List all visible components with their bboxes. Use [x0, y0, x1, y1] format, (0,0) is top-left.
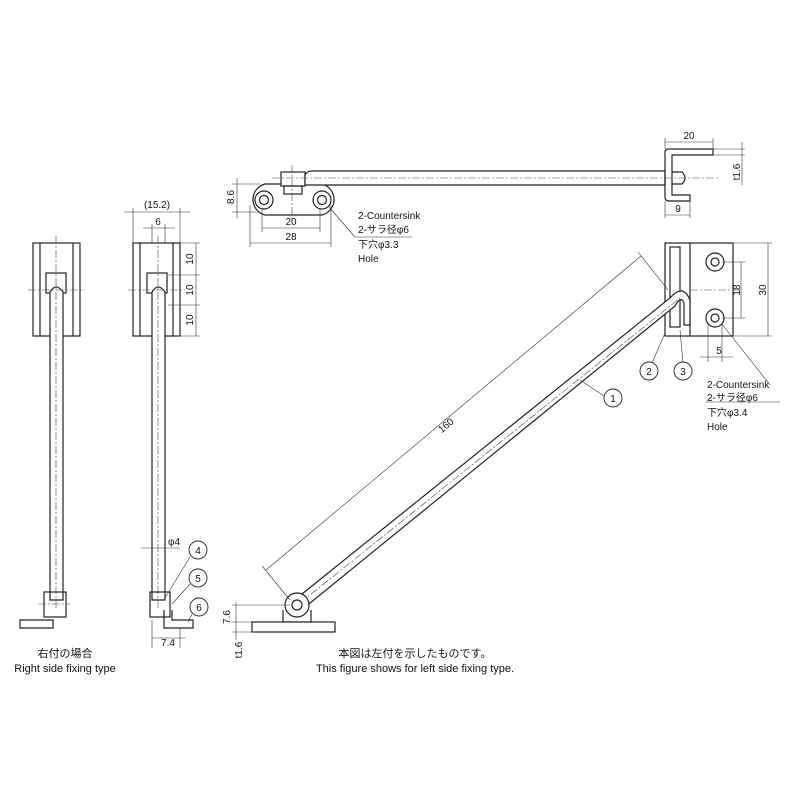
- svg-text:4: 4: [195, 546, 201, 557]
- svg-text:1: 1: [610, 394, 616, 405]
- dim-main-t1-6: t1.6: [234, 641, 245, 658]
- caption-right-jp: 右付の場合: [38, 646, 93, 660]
- side-view: [124, 208, 200, 648]
- part-bubble-1: 1: [603, 388, 623, 408]
- caption-right-en: Right side fixing type: [14, 663, 116, 675]
- caption-main-jp: 本図は左付を示したものです。: [339, 646, 492, 660]
- dim-top-pitch-20: 20: [285, 217, 297, 228]
- part-bubble-4: 4: [188, 540, 208, 560]
- dim-7-4: 7.4: [161, 638, 175, 649]
- dim-6: 6: [155, 217, 161, 228]
- svg-text:2: 2: [646, 367, 652, 378]
- dim-160: 160: [436, 416, 456, 435]
- svg-text:2-サラ径φ6: 2-サラ径φ6: [707, 391, 758, 404]
- dim-top-9: 9: [675, 204, 681, 215]
- svg-text:下穴φ3.3: 下穴φ3.3: [358, 238, 399, 251]
- part-bubble-3: 3: [673, 361, 693, 381]
- svg-text:下穴φ3.4: 下穴φ3.4: [707, 406, 748, 419]
- dim-10-b: 10: [185, 284, 196, 296]
- part-bubble-6: 6: [189, 597, 209, 617]
- dim-7-6: 7.6: [222, 610, 233, 624]
- dim-18: 18: [732, 284, 743, 296]
- dim-5: 5: [716, 346, 722, 357]
- dim-10-a: 10: [185, 253, 196, 265]
- main-hole-callout: 2-Countersink 2-サラ径φ6 下穴φ3.4 Hole: [707, 380, 770, 433]
- dim-phi4: φ4: [168, 537, 180, 548]
- dim-top-8-6: 8.6: [226, 190, 237, 204]
- svg-text:Hole: Hole: [707, 422, 728, 433]
- svg-text:6: 6: [196, 603, 202, 614]
- part-bubble-2: 2: [639, 361, 659, 381]
- svg-text:2-Countersink: 2-Countersink: [358, 211, 421, 222]
- svg-text:2-サラ径φ6: 2-サラ径φ6: [358, 223, 409, 236]
- dim-10-c: 10: [185, 314, 196, 326]
- dim-top-20: 20: [683, 131, 695, 142]
- part-bubble-5: 5: [188, 568, 208, 588]
- svg-text:3: 3: [680, 367, 686, 378]
- svg-text:5: 5: [195, 574, 201, 585]
- caption-main-en: This figure shows for left side fixing t…: [316, 663, 514, 675]
- dim-15-2: (15.2): [144, 200, 170, 211]
- dim-top-t1-6: t1.6: [732, 163, 743, 180]
- svg-text:Hole: Hole: [358, 254, 379, 265]
- main-view: [232, 242, 780, 640]
- svg-text:2-Countersink: 2-Countersink: [707, 380, 770, 391]
- dim-30: 30: [758, 284, 769, 296]
- top-hole-callout: 2-Countersink 2-サラ径φ6 下穴φ3.3 Hole: [358, 211, 421, 265]
- right-side-view: [19, 236, 85, 629]
- dim-top-28: 28: [285, 232, 297, 243]
- top-view: [232, 138, 745, 247]
